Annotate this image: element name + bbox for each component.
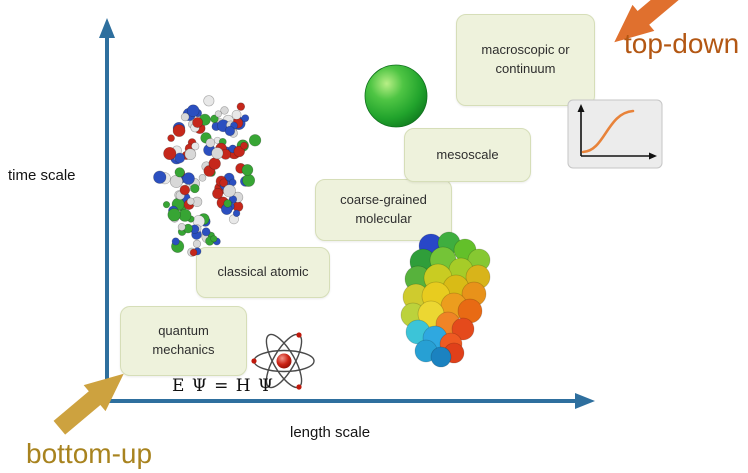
box-classical-atomic-label: classical atomic <box>217 264 309 280</box>
box-quantum-mechanics: quantum mechanics <box>120 306 247 376</box>
x-axis-label: length scale <box>290 424 371 441</box>
green-sphere-image <box>364 64 428 128</box>
box-coarse-grained-molecular-label: coarse-grained molecular <box>340 192 427 226</box>
box-coarse-grained-molecular: coarse-grained molecular <box>315 179 452 241</box>
bottom-up-arrow-icon <box>53 373 124 435</box>
box-quantum-mechanics-label: quantum mechanics <box>152 323 215 357</box>
top-down-arrow-icon <box>614 0 685 43</box>
box-classical-atomic: classical atomic <box>196 247 330 298</box>
box-mesoscale-label: mesoscale <box>436 146 499 162</box>
sigmoid-curve <box>581 109 635 154</box>
box-macroscopic-continuum: macroscopic or continuum <box>456 14 595 106</box>
coarse-grained-molecule-image <box>400 231 491 368</box>
x-axis-arrowhead-icon <box>575 393 595 409</box>
box-mesoscale: mesoscale <box>404 128 531 182</box>
schrodinger-equation: E Ψ = H Ψ <box>172 376 274 396</box>
bottom-up-label: bottom-up <box>26 438 153 469</box>
y-axis-arrowhead-icon <box>99 18 115 38</box>
box-macroscopic-continuum-label: macroscopic or continuum <box>481 42 570 76</box>
top-down-label: top-down <box>624 28 740 59</box>
sigmoid-curve-chart-image <box>567 99 663 169</box>
atom-icon <box>251 332 315 390</box>
molecular-cluster-image <box>153 95 262 257</box>
y-axis-label: time scale <box>8 167 76 184</box>
